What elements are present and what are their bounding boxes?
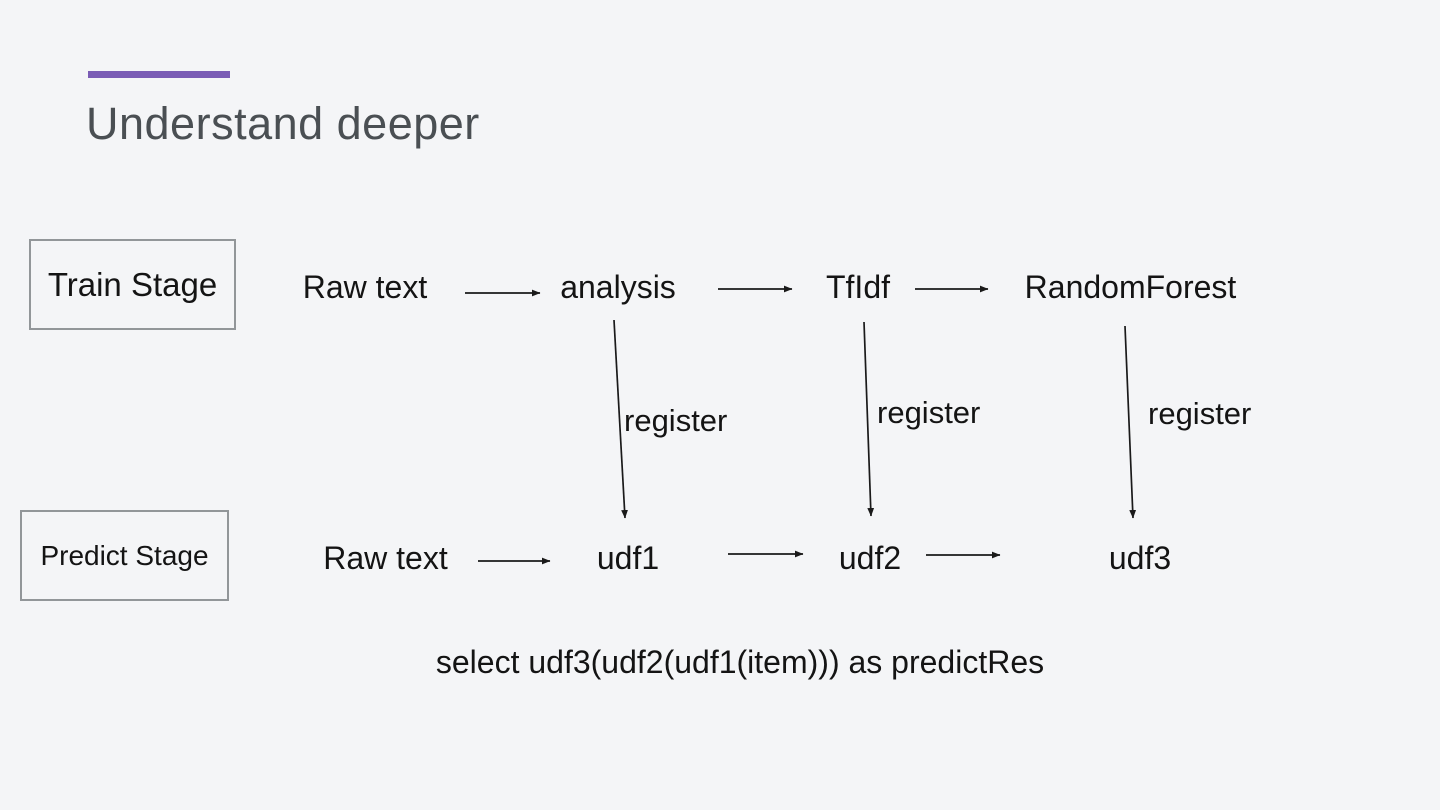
train-node-raw-text: Raw text — [302, 269, 428, 305]
predict-node-raw-text: Raw text — [323, 540, 448, 576]
train-node-randomforest: RandomForest — [1024, 269, 1237, 305]
register-label-tfidf: register — [877, 395, 981, 430]
register-label-analysis: register — [624, 403, 728, 438]
predict-node-udf3: udf3 — [1108, 540, 1172, 576]
predict-node-udf1: udf1 — [596, 540, 660, 576]
predict-node-udf2: udf2 — [838, 540, 902, 576]
accent-bar — [88, 71, 230, 78]
select-expression: select udf3(udf2(udf1(item))) as predict… — [435, 644, 1045, 680]
train-stage-box: Train Stage — [29, 239, 236, 330]
register-label-randomforest: register — [1148, 396, 1252, 431]
train-node-tfidf: TfIdf — [825, 269, 890, 305]
slide-title: Understand deeper — [86, 98, 480, 149]
register-arrow-tfidf-to-udf2 — [863, 321, 875, 517]
predict-stage-box: Predict Stage — [20, 510, 229, 601]
train-node-analysis: analysis — [560, 269, 676, 305]
train-stage-label: Train Stage — [47, 265, 218, 303]
predict-stage-label: Predict Stage — [40, 539, 209, 571]
register-arrow-randomforest-to-udf3 — [1124, 325, 1137, 519]
